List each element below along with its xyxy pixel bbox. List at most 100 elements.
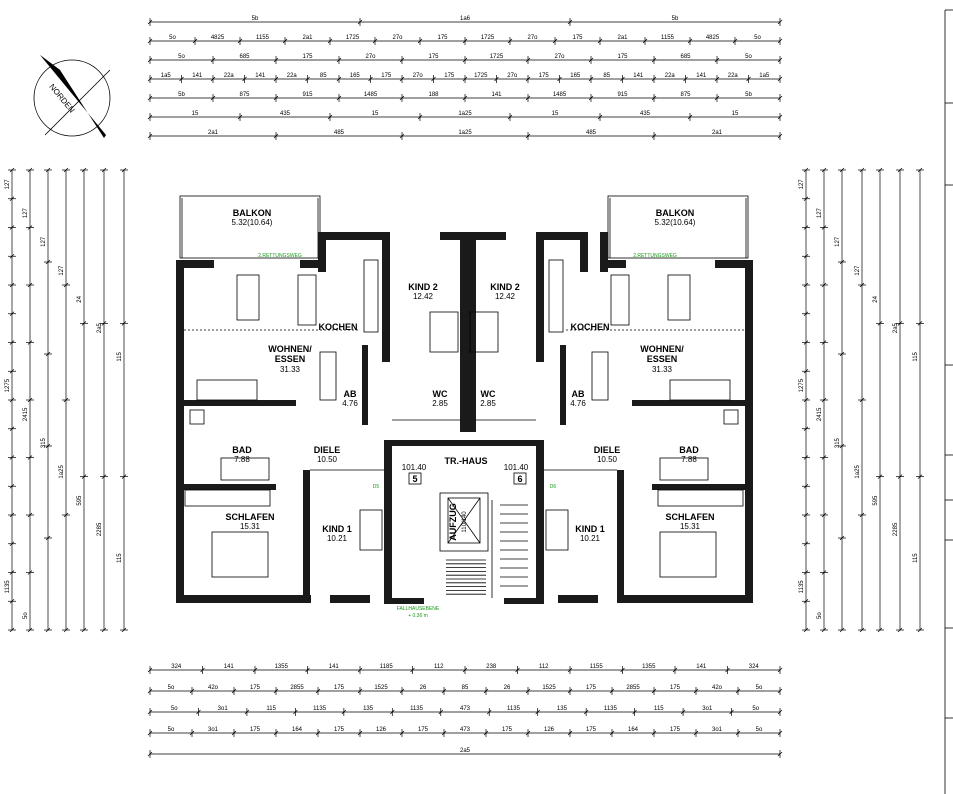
top-dim-4-4: 188 <box>428 92 439 98</box>
escape-route-left: 2.RETTUNGSWEG <box>258 253 302 259</box>
left-dim-13: 115 <box>117 553 123 563</box>
bottom-dim-2-1: 3o1 <box>218 706 229 712</box>
top-dim-1-10: 2a1 <box>617 35 628 41</box>
top-dim-1-8: 27o <box>527 35 538 41</box>
top-dim-3-6: 165 <box>350 73 361 79</box>
elevator-size: 110/140 <box>462 511 468 533</box>
room-area-diele-right: 10.50 <box>597 455 618 464</box>
top-dim-6-2: 1a25 <box>458 130 472 136</box>
top-dim-3-14: 85 <box>603 73 610 79</box>
bottom-dim-3-8: 175 <box>502 727 513 733</box>
bottom-dim-1-10: 175 <box>586 685 597 691</box>
right-dim-7: 1275 <box>799 378 805 392</box>
left-dim-1: 127 <box>23 207 29 218</box>
top-dim-1-2: 1155 <box>256 35 270 41</box>
right-dim-2: 127 <box>835 236 841 247</box>
room-area-wc-right: 2.85 <box>480 399 496 408</box>
right-dim-15: 5o <box>817 612 823 619</box>
room-labels: KIND 2 12.42 KIND 2 12.42 KOCHEN KOCHEN … <box>226 253 715 619</box>
furniture <box>184 259 744 578</box>
top-dim-2-2: 175 <box>302 54 313 60</box>
bottom-dim-1-1: 42o <box>208 685 219 691</box>
top-dim-6-1: 485 <box>334 130 345 136</box>
top-dim-5-1: 435 <box>280 111 291 117</box>
top-dim-2-7: 175 <box>617 54 628 60</box>
top-dim-1-11: 1155 <box>661 35 675 41</box>
room-area-treppenhaus-right: 101.40 <box>504 463 529 472</box>
bottom-dim-3-11: 164 <box>628 727 639 733</box>
top-dim-3-4: 22a <box>287 73 298 79</box>
top-dim-3-7: 175 <box>381 73 392 79</box>
room-name-balkon-right: BALKON <box>656 208 695 218</box>
top-dim-1-6: 175 <box>437 35 448 41</box>
room-name-treppenhaus: TR.-HAUS <box>445 456 488 466</box>
room-name-wc-right: WC <box>481 389 496 399</box>
bottom-dim-1-4: 175 <box>334 685 345 691</box>
top-dim-3-9: 175 <box>444 73 455 79</box>
right-dim-14: 1135 <box>799 580 805 594</box>
top-dim-1-4: 1725 <box>346 35 360 41</box>
left-dim-5: 2a5 <box>97 322 103 333</box>
bottom-dim-1-3: 2855 <box>290 685 304 691</box>
bottom-dim-2-11: 3o1 <box>702 706 713 712</box>
room-name-balkon-left: BALKON <box>233 208 272 218</box>
top-dim-3-17: 141 <box>696 73 707 79</box>
bottom-dim-4-0: 2a5 <box>460 748 471 754</box>
bottom-dim-2-0: 5o <box>171 706 178 712</box>
room-name-kind2-right: KIND 2 <box>490 282 520 292</box>
room-area-wohnen-right: 31.33 <box>652 365 673 374</box>
apartment-number-left: 5 <box>412 474 417 484</box>
top-dim-0-1: 1a6 <box>460 16 471 22</box>
dimension-lines-left: 127127127127242a5115127524153151a2559522… <box>5 167 128 633</box>
north-label: NORDEN <box>47 82 76 115</box>
top-dim-4-3: 1485 <box>364 92 378 98</box>
room-name-kind1-left: KIND 1 <box>322 524 352 534</box>
top-dim-1-13: 5o <box>754 35 761 41</box>
room-area-bad-left: 7.88 <box>234 455 250 464</box>
top-dim-3-1: 141 <box>192 73 203 79</box>
bottom-dim-2-4: 135 <box>363 706 374 712</box>
bottom-dim-3-5: 126 <box>376 727 387 733</box>
top-dim-2-8: 685 <box>680 54 691 60</box>
top-dim-4-9: 5b <box>745 92 752 98</box>
top-dim-5-6: 15 <box>732 111 739 117</box>
room-area-diele-left: 10.50 <box>317 455 338 464</box>
top-dim-3-2: 22a <box>224 73 235 79</box>
balcony-right: BALKON 5.32(10.64) <box>607 195 749 259</box>
top-dim-1-7: 1725 <box>481 35 495 41</box>
bottom-dim-1-9: 1525 <box>542 685 556 691</box>
top-dim-3-3: 141 <box>255 73 266 79</box>
top-dim-4-1: 875 <box>239 92 250 98</box>
room-name-wohnen-right-2: ESSEN <box>647 354 678 364</box>
bottom-dim-1-11: 2855 <box>626 685 640 691</box>
bottom-dim-2-12: 5o <box>752 706 759 712</box>
room-area-kind2-left: 12.42 <box>413 292 434 301</box>
room-name-wohnen-left-1: WOHNEN/ <box>268 344 312 354</box>
room-area-balkon-right: 5.32(10.64) <box>655 218 696 227</box>
room-area-ab-right: 4.76 <box>570 399 586 408</box>
top-dim-4-6: 1485 <box>553 92 567 98</box>
bottom-dim-3-3: 164 <box>292 727 303 733</box>
bottom-dim-1-8: 26 <box>504 685 511 691</box>
top-dim-3-16: 22a <box>665 73 676 79</box>
top-dim-4-8: 875 <box>680 92 691 98</box>
top-dim-2-3: 27o <box>365 54 376 60</box>
bottom-dim-2-3: 1135 <box>313 706 327 712</box>
top-dim-3-10: 1725 <box>474 73 488 79</box>
right-dim-8: 2415 <box>817 407 823 421</box>
top-dim-2-5: 1725 <box>490 54 504 60</box>
bottom-dim-2-5: 1135 <box>410 706 424 712</box>
balcony-left: BALKON 5.32(10.64) <box>179 195 321 259</box>
stairs <box>446 500 528 598</box>
bottom-dim-2-2: 115 <box>266 706 276 712</box>
top-dim-6-3: 485 <box>586 130 597 136</box>
right-dim-11: 595 <box>873 495 879 506</box>
title-block <box>944 9 953 794</box>
bottom-dim-0-7: 112 <box>539 664 549 670</box>
top-dim-1-5: 27o <box>392 35 403 41</box>
room-name-wohnen-right-1: WOHNEN/ <box>640 344 684 354</box>
bottom-dim-0-1: 141 <box>224 664 235 670</box>
bottom-dim-3-7: 473 <box>460 727 471 733</box>
bottom-dim-1-6: 26 <box>420 685 427 691</box>
bottom-dim-2-10: 115 <box>654 706 664 712</box>
